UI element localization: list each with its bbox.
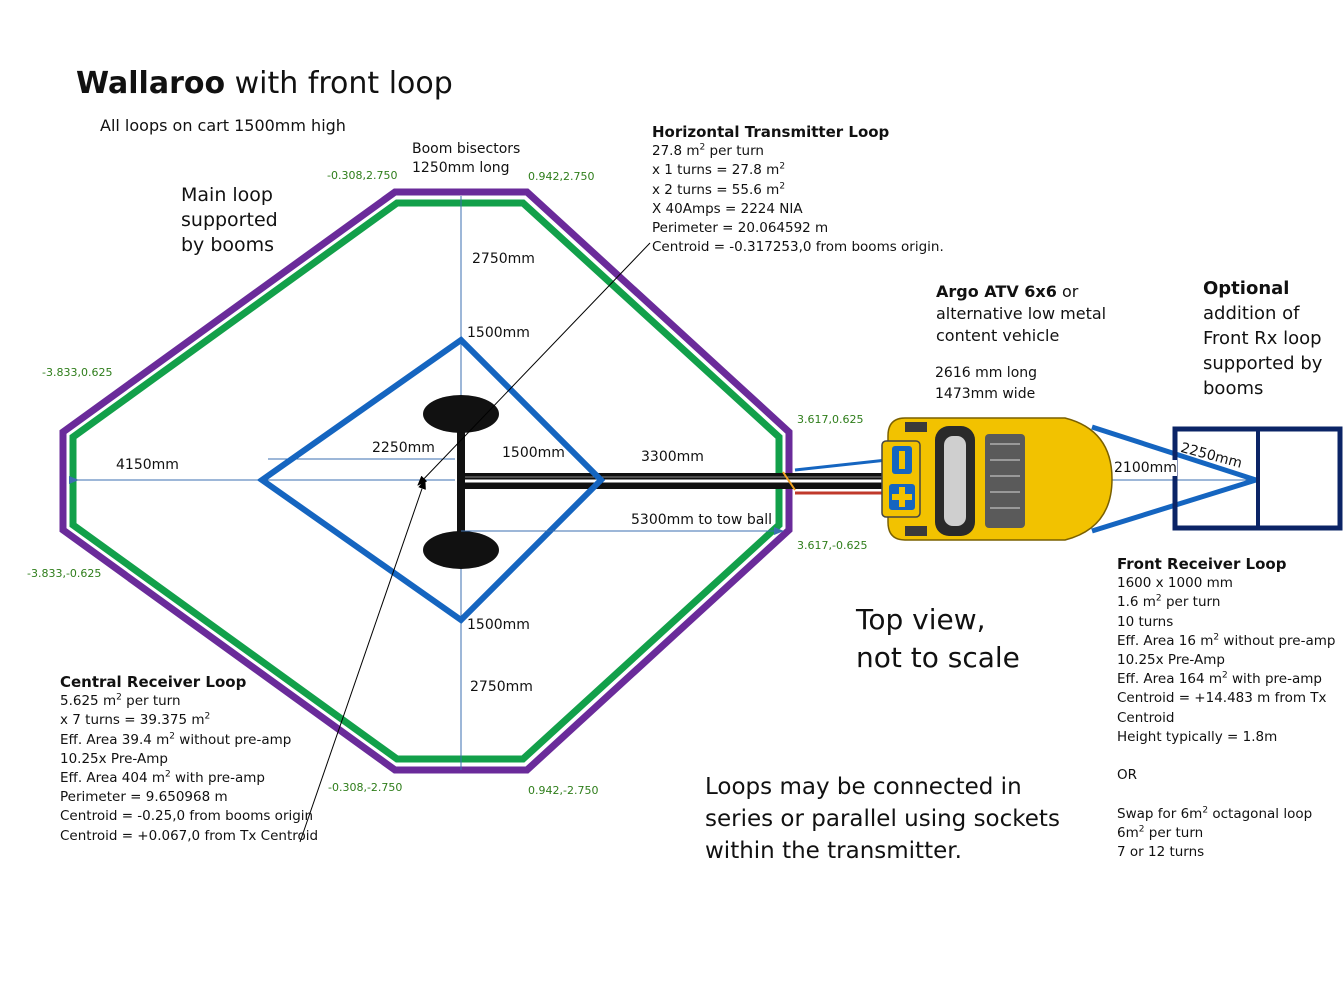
wheel-bottom	[423, 531, 499, 569]
coord-lower-left: -0.308,-2.750	[328, 781, 403, 794]
vehicle-info: Argo ATV 6x6 or alternative low metal co…	[936, 282, 1107, 345]
dim-tow-ball: 5300mm to tow ball	[631, 512, 773, 528]
optional-front-loop-note: Optional addition of Front Rx loop suppo…	[1203, 278, 1323, 399]
dim-mid-1500: 1500mm	[502, 445, 565, 461]
wheel-top	[423, 395, 499, 433]
tx-centroid-leader	[417, 242, 651, 486]
coord-top-right: 0.942,2.750	[528, 170, 595, 183]
cable-negative	[794, 458, 888, 472]
page-title: Wallaroo with front loop	[76, 66, 453, 101]
loops-connection-note: Loops may be connected in series or para…	[705, 774, 1060, 864]
front-receiver-info: Front Receiver Loop 1600 x 1000 mm 1.6 m…	[1117, 555, 1336, 861]
coord-mid-right: 3.617,0.625	[797, 413, 864, 426]
central-receiver-info: Central Receiver Loop 5.625 m2 per turn …	[60, 673, 319, 844]
vehicle-dimensions: 2616 mm long 1473mm wide	[935, 365, 1038, 402]
outer-loop-purple	[59, 188, 793, 774]
dim-top-2750: 2750mm	[472, 251, 535, 267]
dim-3300: 3300mm	[641, 449, 704, 465]
dim-mid-2250: 2250mm	[372, 440, 435, 456]
top-view-note: Top view, not to scale	[856, 603, 1020, 674]
dim-bottom-2750: 2750mm	[470, 679, 533, 695]
rx-centroid-leader	[299, 479, 426, 843]
tx-loop-info: Horizontal Transmitter Loop 27.8 m2 per …	[652, 123, 944, 256]
argo-atv-vehicle	[887, 417, 1113, 541]
dim-left-4150: 4150mm	[116, 457, 179, 473]
tx-loop-green	[69, 199, 783, 763]
coord-top-left: -0.308,2.750	[327, 169, 398, 182]
coord-bottom-right: 3.617,-0.625	[797, 539, 868, 552]
dim-front-2100: 2100mm	[1114, 460, 1177, 476]
central-receiver-loop	[256, 336, 606, 624]
coord-lower-right: 0.942,-2.750	[528, 784, 599, 797]
coord-bottom-left: -3.833,-0.625	[27, 567, 102, 580]
coord-mid-left: -3.833,0.625	[42, 366, 113, 379]
dim-bottom-1500: 1500mm	[467, 617, 530, 633]
page-subtitle: All loops on cart 1500mm high	[100, 116, 346, 135]
dim-top-1500: 1500mm	[467, 325, 530, 341]
